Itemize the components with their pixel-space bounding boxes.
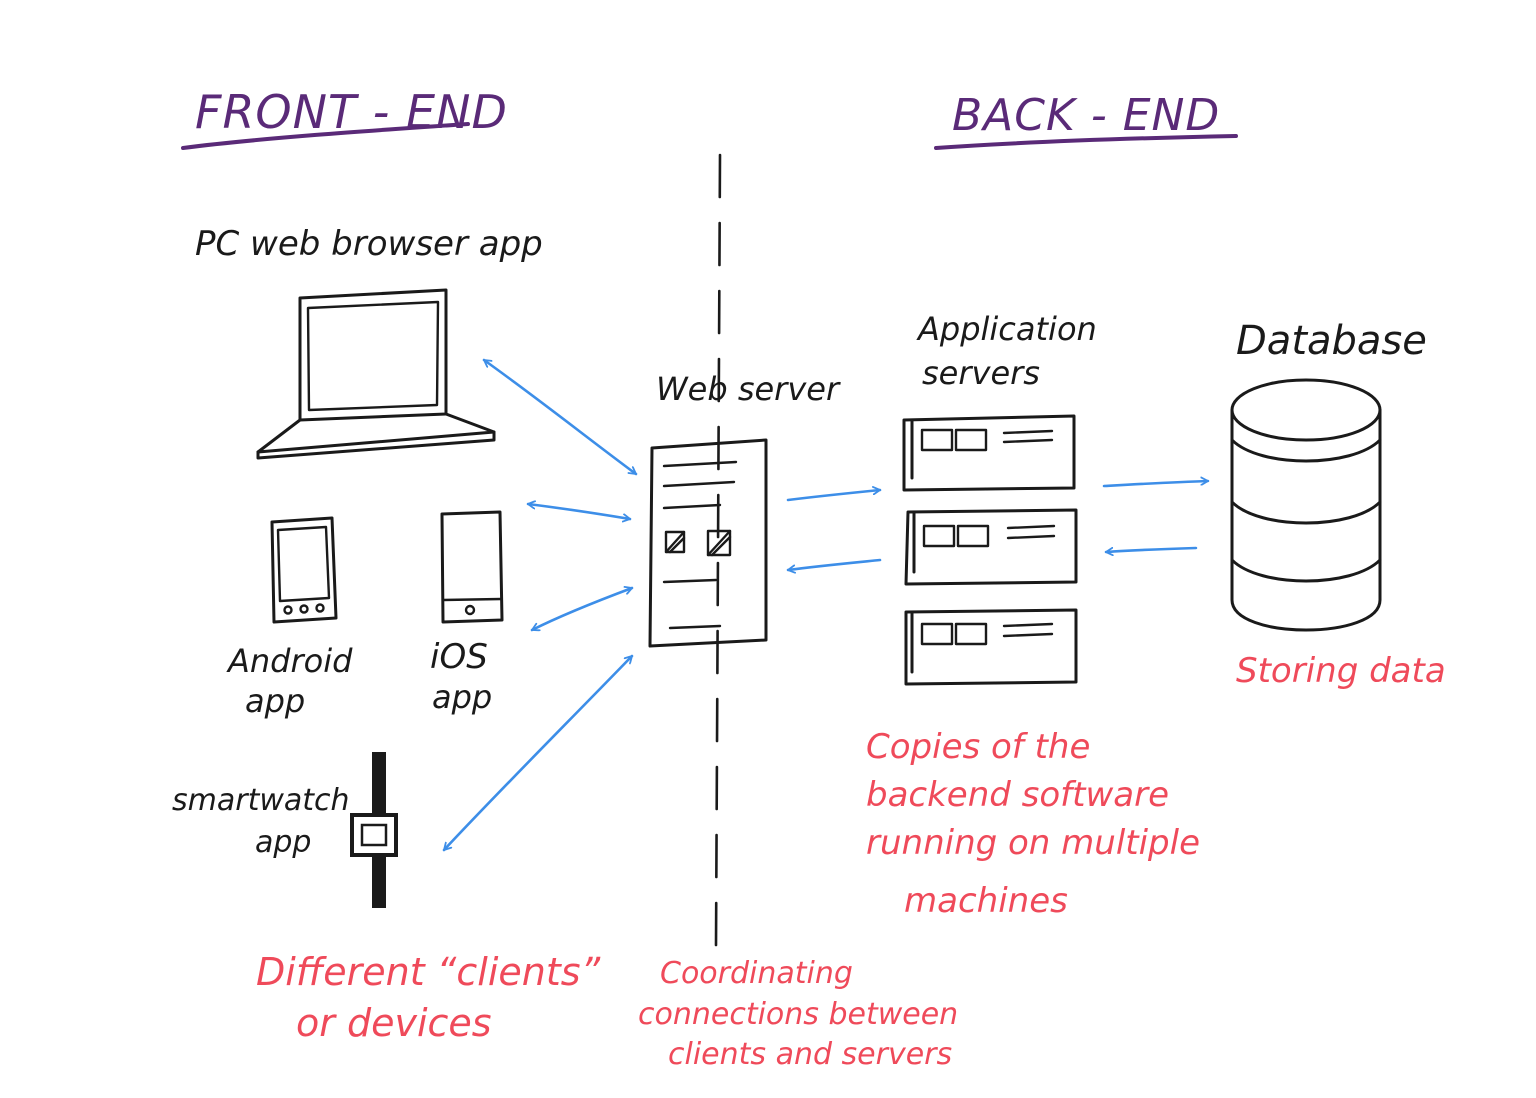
arrow-smartwatch-webserver (442, 654, 634, 852)
app-servers-label-line1: Application (916, 310, 1097, 348)
app-servers-label-line2: servers (922, 354, 1040, 392)
database-cylinder-icon (1230, 378, 1382, 632)
web-server-annotation-line1: Coordinating (660, 956, 853, 991)
back-end-heading: BACK - END (952, 90, 1220, 141)
app-server-icon (902, 414, 1076, 492)
app-servers-annotation-line4: machines (904, 881, 1068, 921)
android-phone-icon (270, 516, 338, 624)
pc-browser-label: PC web browser app (195, 224, 543, 264)
connection-arrows (442, 358, 1210, 852)
app-servers-annotation-line2: backend software (866, 775, 1169, 815)
app-servers-annotation-line1: Copies of the (866, 727, 1090, 767)
arrow-android-webserver (526, 504, 632, 519)
laptop-icon (256, 288, 496, 460)
database-label: Database (1236, 318, 1427, 364)
arrow-laptop-webserver (482, 358, 638, 476)
ios-phone-icon (440, 510, 504, 624)
arrow-appservers-webserver (786, 558, 882, 570)
arrow-database-appservers (1104, 546, 1198, 552)
arrow-webserver-appservers (786, 490, 882, 502)
arrow-ios-webserver (530, 588, 634, 632)
arrow-appservers-database (1102, 481, 1210, 488)
web-server-annotation-line2: connections between (638, 997, 958, 1032)
app-server-icon (904, 508, 1078, 586)
ios-label-line1: iOS (430, 637, 488, 677)
android-label-line2: app (245, 682, 305, 720)
app-server-icon (904, 608, 1078, 686)
web-server-annotation-line3: clients and servers (668, 1037, 952, 1072)
smartwatch-label-line2: app (255, 825, 311, 860)
clients-annotation-line2: or devices (296, 1001, 492, 1045)
ios-label-line2: app (432, 678, 492, 716)
web-server-icon (648, 438, 768, 648)
front-end-heading: FRONT - END (195, 85, 508, 139)
web-server-label: Web server (656, 370, 841, 408)
back-end-underline (934, 134, 1238, 150)
smartwatch-label-line1: smartwatch (172, 783, 350, 818)
front-end-underline (181, 122, 470, 150)
database-annotation: Storing data (1236, 651, 1446, 691)
android-label-line1: Android (226, 642, 353, 680)
app-servers-annotation-line3: running on multiple (866, 823, 1200, 863)
smartwatch-icon (350, 752, 398, 908)
clients-annotation-line1: Different “clients” (256, 950, 601, 994)
